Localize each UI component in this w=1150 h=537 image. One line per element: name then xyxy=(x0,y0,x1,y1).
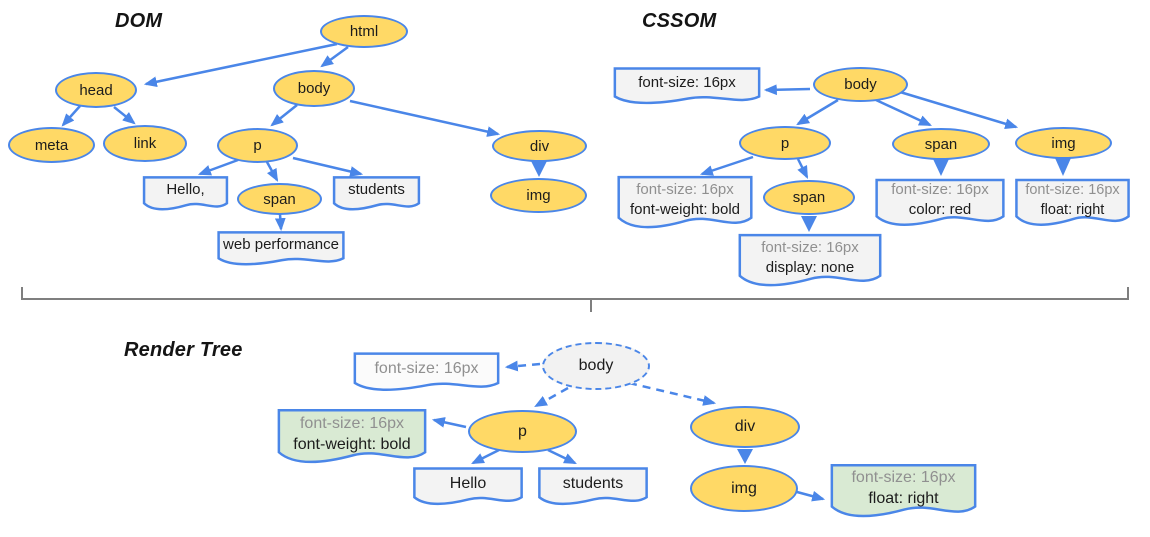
cssom-rule-span-child-line1: font-size: 16px xyxy=(761,238,859,256)
render-node-p: p xyxy=(468,410,577,453)
arrow-head-meta xyxy=(61,105,81,127)
dom-node-body: body xyxy=(273,70,355,107)
cssom-rule-p-line1: font-size: 16px xyxy=(636,180,734,198)
arrow-p-students xyxy=(292,156,364,177)
arrow-span-webperf xyxy=(274,213,286,232)
render-title: Render Tree xyxy=(124,339,243,361)
render-rule-p-line1: font-size: 16px xyxy=(299,414,405,432)
dom-text-web-performance-label: web performance xyxy=(223,236,339,253)
dom-text-web-performance: web performance xyxy=(217,231,345,268)
cssom-rule-p-line2: font-weight: bold xyxy=(629,200,741,218)
arrow-cssom-body-p xyxy=(796,98,839,126)
arrow-render-p-hello xyxy=(471,448,500,465)
arrow-cssom-p-span xyxy=(796,158,809,179)
arrow-body-div xyxy=(349,99,501,137)
render-rule-img-line2: float: right xyxy=(868,490,939,507)
dom-node-p: p xyxy=(217,128,298,163)
cssom-node-span: span xyxy=(892,128,990,160)
dom-title: DOM xyxy=(115,10,163,32)
arrow-cssom-img-rule xyxy=(1055,158,1071,176)
dom-node-link: link xyxy=(103,125,187,162)
cssom-rule-p: font-size: 16px font-weight: bold xyxy=(616,175,754,233)
render-rule-img-line1: font-size: 16px xyxy=(851,469,956,486)
render-text-students-label: students xyxy=(562,474,624,492)
dom-node-span: span xyxy=(237,183,322,215)
cssom-node-img: img xyxy=(1015,127,1112,159)
cssom-title: CSSOM xyxy=(642,10,717,32)
dom-node-img: img xyxy=(490,178,587,213)
render-text-hello-label: Hello xyxy=(449,474,487,492)
cssom-rule-span-child: font-size: 16px display: none xyxy=(737,233,883,291)
arrow-cssom-p-rule xyxy=(699,155,754,176)
render-text-hello: Hello xyxy=(413,467,523,508)
arrow-html-head xyxy=(143,42,338,88)
render-rule-p-line2: font-weight: bold xyxy=(293,435,411,453)
dom-text-hello-label: Hello, xyxy=(166,181,205,198)
dom-text-students: students xyxy=(332,176,421,213)
arrow-div-img xyxy=(531,161,547,177)
cssom-node-p: p xyxy=(739,126,831,160)
render-node-body: body xyxy=(542,342,650,390)
arrow-render-p-rule xyxy=(431,417,467,429)
render-rule-body-line1: font-size: 16px xyxy=(374,360,479,377)
arrow-render-body-p xyxy=(534,386,569,408)
dom-node-meta: meta xyxy=(8,127,95,163)
render-rule-body: font-size: 16px xyxy=(353,352,500,394)
arrow-head-link xyxy=(113,106,136,125)
dom-text-hello: Hello, xyxy=(142,176,229,213)
cssom-rule-span: font-size: 16px color: red xyxy=(875,178,1005,230)
cssom-rule-img: font-size: 16px float: right xyxy=(1014,178,1131,230)
arrow-cssom-span-rule xyxy=(933,159,949,176)
cssom-node-span-child: span xyxy=(763,180,855,215)
dom-node-div: div xyxy=(492,130,587,162)
dom-node-head: head xyxy=(55,72,137,108)
arrow-html-body xyxy=(320,45,349,68)
arrow-render-body-rule xyxy=(504,360,541,372)
arrow-body-p xyxy=(270,104,298,127)
render-rule-p: font-size: 16px font-weight: bold xyxy=(277,408,427,468)
arrow-p-hello xyxy=(197,158,239,176)
render-node-div: div xyxy=(690,406,800,448)
arrow-render-img-rule xyxy=(796,490,826,502)
arrow-cssom-body-rule xyxy=(763,84,811,96)
render-rule-img: font-size: 16px float: right xyxy=(829,463,978,522)
cssom-rule-body-line1: font-size: 16px xyxy=(638,73,736,91)
cssom-rule-span-line1: font-size: 16px xyxy=(891,180,989,198)
cssom-rule-body: font-size: 16px xyxy=(613,66,761,107)
dom-node-html: html xyxy=(320,15,408,48)
combine-brace xyxy=(21,287,1129,300)
cssom-node-body: body xyxy=(813,67,908,102)
arrow-render-body-div xyxy=(628,381,717,406)
render-text-students: students xyxy=(538,467,648,508)
render-node-img: img xyxy=(690,465,798,512)
arrow-cssom-body-span xyxy=(875,98,932,127)
arrow-cssom-body-img xyxy=(899,90,1019,130)
cssom-rule-img-line1: font-size: 16px xyxy=(1025,181,1120,198)
arrow-cssom-spanchild-rule xyxy=(801,216,817,232)
arrow-render-p-students xyxy=(547,448,577,465)
cssom-rule-span-child-line2: display: none xyxy=(765,258,855,276)
cssom-rule-span-line2: color: red xyxy=(908,200,972,218)
dom-text-students-label: students xyxy=(348,181,405,198)
arrow-render-div-img xyxy=(737,449,753,464)
arrow-p-span xyxy=(265,161,279,182)
cssom-rule-img-line2: float: right xyxy=(1040,201,1105,218)
